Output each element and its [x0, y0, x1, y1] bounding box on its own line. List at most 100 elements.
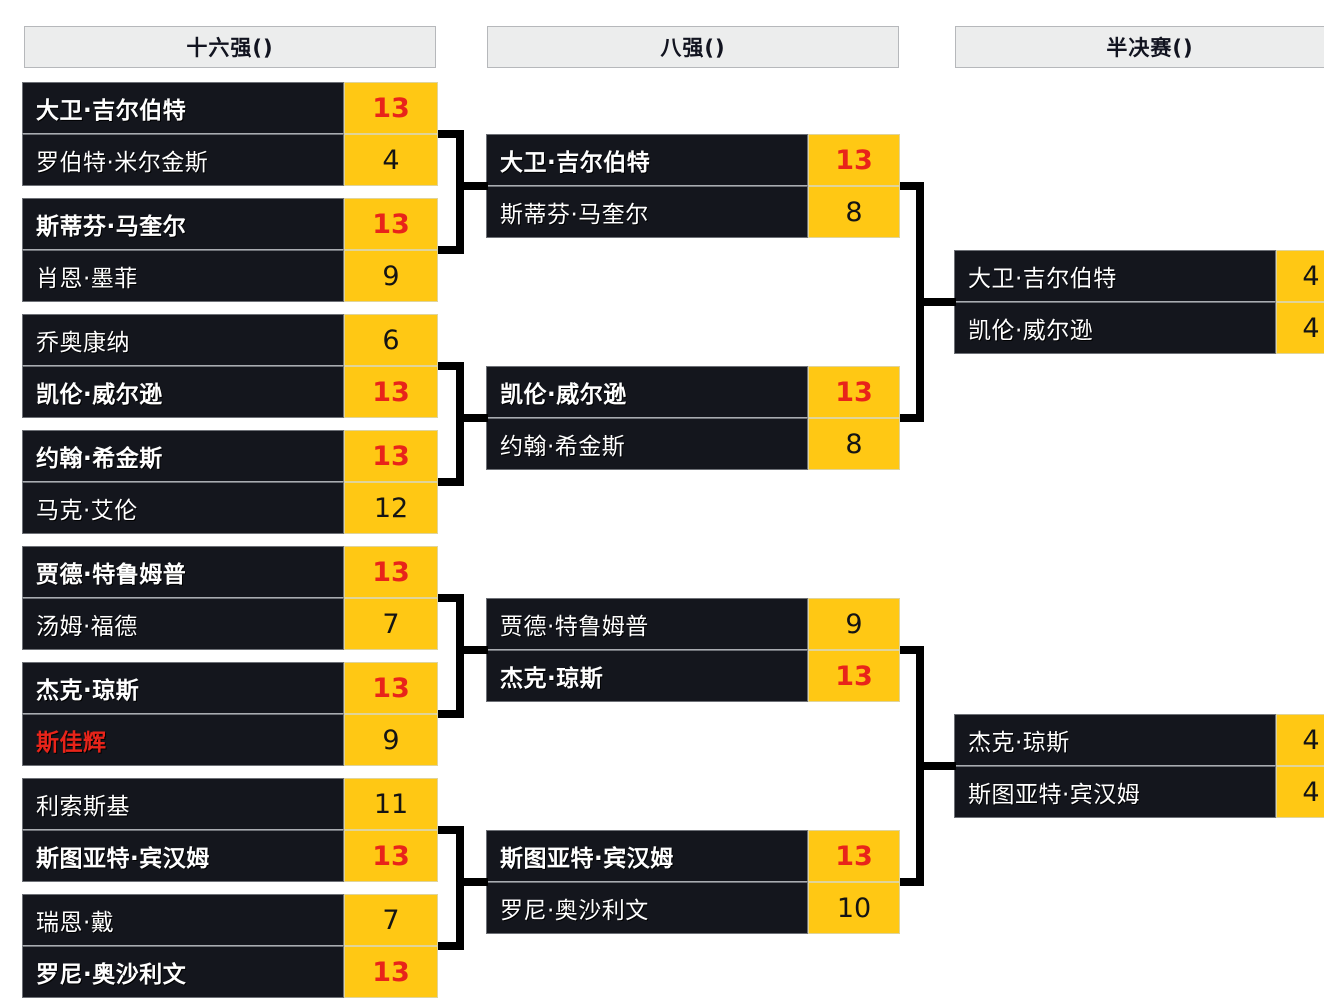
bracket-connector-top — [438, 130, 464, 138]
player-name: 大卫·吉尔伯特 — [954, 250, 1276, 302]
player-score: 13 — [808, 366, 900, 418]
round-header-sf-label: 半决赛() — [1106, 36, 1194, 60]
player-name: 凯伦·威尔逊 — [22, 366, 344, 418]
player-name: 凯伦·威尔逊 — [954, 302, 1276, 354]
bracket-connector-bottom — [438, 942, 464, 950]
player-name: 杰克·琼斯 — [954, 714, 1276, 766]
player-name: 利索斯基 — [22, 778, 344, 830]
bracket-connector-out — [456, 646, 488, 654]
player-name: 贾德·特鲁姆普 — [486, 598, 808, 650]
player-name: 大卫·吉尔伯特 — [486, 134, 808, 186]
player-score: 7 — [344, 598, 438, 650]
player-score: 13 — [344, 546, 438, 598]
bracket-connector-vertical — [456, 362, 464, 486]
player-score: 13 — [344, 366, 438, 418]
bracket-connector-bottom — [900, 878, 924, 886]
player-score: 13 — [344, 946, 438, 998]
player-score: 4 — [344, 134, 438, 186]
player-name: 马克·艾伦 — [22, 482, 344, 534]
player-score: 8 — [808, 186, 900, 238]
player-score: 9 — [344, 714, 438, 766]
player-name: 贾德·特鲁姆普 — [22, 546, 344, 598]
bracket-connector-out — [456, 878, 488, 886]
bracket-connector-bottom — [438, 246, 464, 254]
player-name: 斯蒂芬·马奎尔 — [486, 186, 808, 238]
bracket-connector-bottom — [438, 478, 464, 486]
player-name: 斯图亚特·宾汉姆 — [22, 830, 344, 882]
player-score: 13 — [808, 650, 900, 702]
player-score: 4 — [1276, 302, 1324, 354]
bracket-connector-out — [456, 182, 488, 190]
player-score: 13 — [344, 198, 438, 250]
player-score: 11 — [344, 778, 438, 830]
player-name: 斯图亚特·宾汉姆 — [954, 766, 1276, 818]
bracket-connector-vertical — [456, 130, 464, 254]
player-name: 凯伦·威尔逊 — [486, 366, 808, 418]
player-name: 罗尼·奥沙利文 — [22, 946, 344, 998]
bracket-connector-top — [900, 646, 924, 654]
player-name: 罗伯特·米尔金斯 — [22, 134, 344, 186]
player-name: 罗尼·奥沙利文 — [486, 882, 808, 934]
player-score: 13 — [344, 830, 438, 882]
player-name: 斯蒂芬·马奎尔 — [22, 198, 344, 250]
player-name: 约翰·希金斯 — [486, 418, 808, 470]
round-header-r16-label: 十六强() — [186, 36, 274, 60]
bracket-connector-top — [438, 594, 464, 602]
player-score: 9 — [808, 598, 900, 650]
player-score: 4 — [1276, 250, 1324, 302]
round-header-sf: 半决赛() — [955, 26, 1324, 68]
bracket-connector-top — [438, 826, 464, 834]
bracket-connector-bottom — [438, 710, 464, 718]
player-score: 8 — [808, 418, 900, 470]
player-name: 乔奥康纳 — [22, 314, 344, 366]
bracket-connector-top — [900, 182, 924, 190]
bracket-connector-out — [456, 414, 488, 422]
bracket-connector-out — [916, 762, 956, 770]
player-score: 7 — [344, 894, 438, 946]
player-name: 汤姆·福德 — [22, 598, 344, 650]
player-score: 4 — [1276, 714, 1324, 766]
player-score: 13 — [808, 830, 900, 882]
bracket-connector-out — [916, 298, 956, 306]
player-score: 12 — [344, 482, 438, 534]
